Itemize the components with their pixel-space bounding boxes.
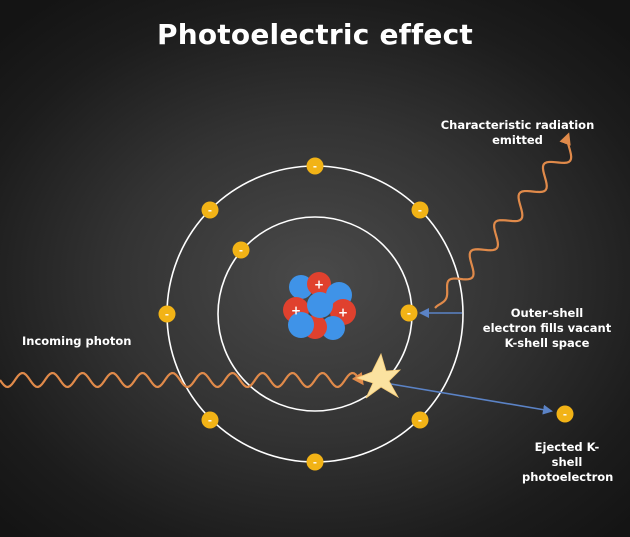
electron-charge: -: [407, 309, 411, 320]
electron-charge: -: [313, 162, 317, 173]
electron: [400, 304, 418, 322]
electron: [411, 201, 429, 219]
neutron: [321, 316, 345, 340]
electron-charge: -: [208, 416, 212, 427]
nucleus: + + +: [283, 272, 356, 340]
proton-charge: +: [314, 278, 324, 292]
electron: [306, 157, 324, 175]
electron-charge: -: [313, 458, 317, 469]
proton: [307, 272, 331, 296]
electron: [411, 411, 429, 429]
incoming-photon-label: Incoming photon: [22, 334, 132, 348]
electron-charge: -: [418, 206, 422, 217]
electron: [201, 411, 219, 429]
electron-charge: -: [165, 310, 169, 321]
ejection-arrow: [384, 382, 553, 415]
neutron: [288, 312, 314, 338]
outer-shell-fill-label: Outer-shell electron fills vacant K-shel…: [482, 306, 612, 350]
electron-charge: -: [563, 410, 567, 421]
proton-charge: +: [338, 306, 348, 320]
diagram-title: Photoelectric effect: [157, 18, 473, 51]
electron-charge: -: [239, 246, 243, 257]
electron: [306, 453, 324, 471]
characteristic-radiation-wave: [434, 132, 573, 309]
electron-charge: -: [418, 416, 422, 427]
electron: [158, 305, 176, 323]
characteristic-radiation-label: Characteristic radiation emitted: [440, 118, 595, 147]
electrons: - - - - - - - - - -: [158, 157, 574, 471]
electron: [232, 241, 250, 259]
neutron: [307, 292, 333, 318]
collision-flash: [355, 352, 402, 399]
incoming-photon-wave: [0, 371, 364, 389]
neutron: [289, 275, 313, 299]
ejected-photoelectron-label: Ejected K-shell photoelectron: [522, 440, 614, 484]
electron-charge: -: [208, 206, 212, 217]
electron: [201, 201, 219, 219]
proton-charge: +: [291, 304, 301, 318]
electron: [556, 405, 574, 423]
